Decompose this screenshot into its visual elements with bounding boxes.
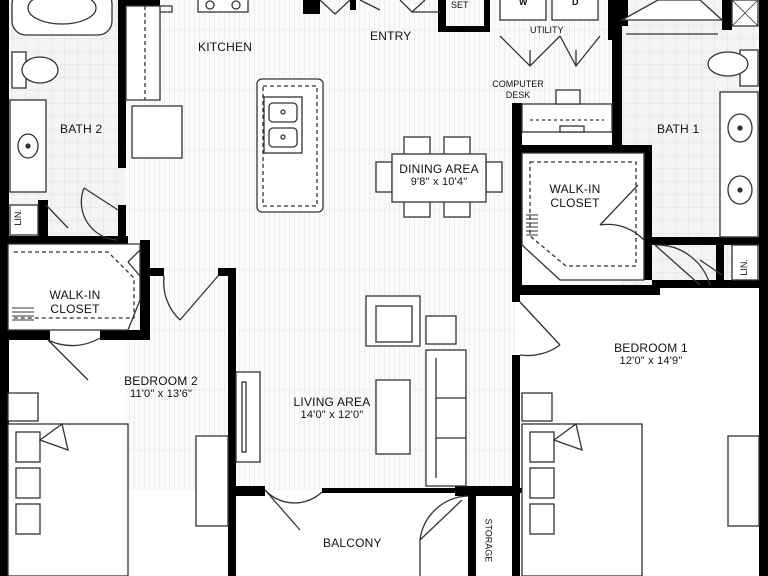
bedroom2-dims: 11'0" x 13'6" [129,388,193,401]
bath1-label: BATH 1 [657,122,700,136]
dryer-label: D [572,0,579,7]
washer-label: W [519,0,528,7]
bath2-door [45,187,119,241]
computer-desk-line1: COMPUTER [492,79,544,89]
bedroom2-name: BEDROOM 2 [124,374,198,388]
walkin-closet-left-interior [7,243,141,381]
dining-dims: 9'8" x 10'4" [410,176,468,189]
bedroom2-label: BEDROOM 2 11'0" x 13'6" [116,374,206,402]
utility-closet [499,0,601,68]
living-name: LIVING AREA [293,395,371,409]
kitchen-label: KITCHEN [198,40,253,54]
bedroom1-label: BEDROOM 1 12'0" x 14'9" [606,341,696,369]
bath1-doors [654,244,723,286]
linen-right-label: LIN. [738,259,749,276]
living-label: LIVING AREA 14'0" x 12'0" [282,395,382,423]
computer-desk-label: COMPUTER DESK [487,79,549,101]
bath2-label: BATH 2 [60,122,103,136]
bedroom1-door [519,301,561,357]
dining-furniture [375,136,503,218]
living-dims: 14'0" x 12'0" [300,409,364,422]
dining-label: DINING AREA 9'8" x 10'4" [394,162,484,190]
computer-desk-line2: DESK [505,89,531,100]
kitchen-counters [125,0,351,213]
computer-desk-furniture [521,89,613,133]
closet-top-label: SET [451,0,469,10]
walkin-left-line1: WALK-IN [49,288,101,302]
dining-name: DINING AREA [399,162,479,176]
entry-doors [359,0,440,13]
entry-label: ENTRY [370,29,412,43]
balcony-doors [264,489,469,576]
walkin-closet-left-label: WALK-IN CLOSET [40,288,110,317]
linen-left-label: LIN. [12,209,23,226]
bedroom1-dims: 12'0" x 14'9" [619,355,683,368]
balcony-label: BALCONY [323,536,382,550]
bath1-fixtures [619,0,759,281]
bath2-fixtures [9,0,113,236]
bedroom1-furniture [521,392,760,576]
walkin-right-line1: WALK-IN [549,182,601,196]
walkin-closet-right-label: WALK-IN CLOSET [540,182,610,211]
storage-label: STORAGE [483,518,494,563]
walkin-left-line2: CLOSET [50,302,100,317]
living-furniture [235,295,467,487]
walkin-right-line2: CLOSET [550,196,600,211]
bedroom1-name: BEDROOM 1 [614,341,688,355]
utility-label: UTILITY [530,25,564,35]
walkin-closet-right-interior [521,152,645,281]
bedroom2-furniture [7,392,229,576]
bedroom2-door [162,275,219,321]
